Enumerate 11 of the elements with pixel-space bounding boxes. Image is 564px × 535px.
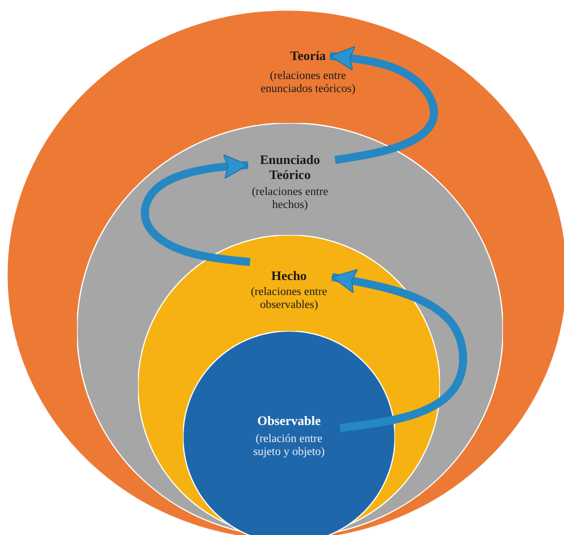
circle-title: Hecho [270,269,308,284]
circle-description: (relaciones entre observables) [250,286,328,312]
circle-description: (relaciones entre hechos) [250,186,330,212]
circle-description: (relación entre sujeto y objeto) [252,433,326,460]
curved-arrow [331,269,468,432]
circle-title: Observable [256,414,322,429]
circle-title: Enunciado Teórico [259,153,321,183]
curved-arrow [140,154,250,266]
circle-title: Teoría [289,49,327,64]
circle-description: (relaciones entre enunciados teóricos) [260,70,356,96]
curved-arrow [330,46,438,164]
